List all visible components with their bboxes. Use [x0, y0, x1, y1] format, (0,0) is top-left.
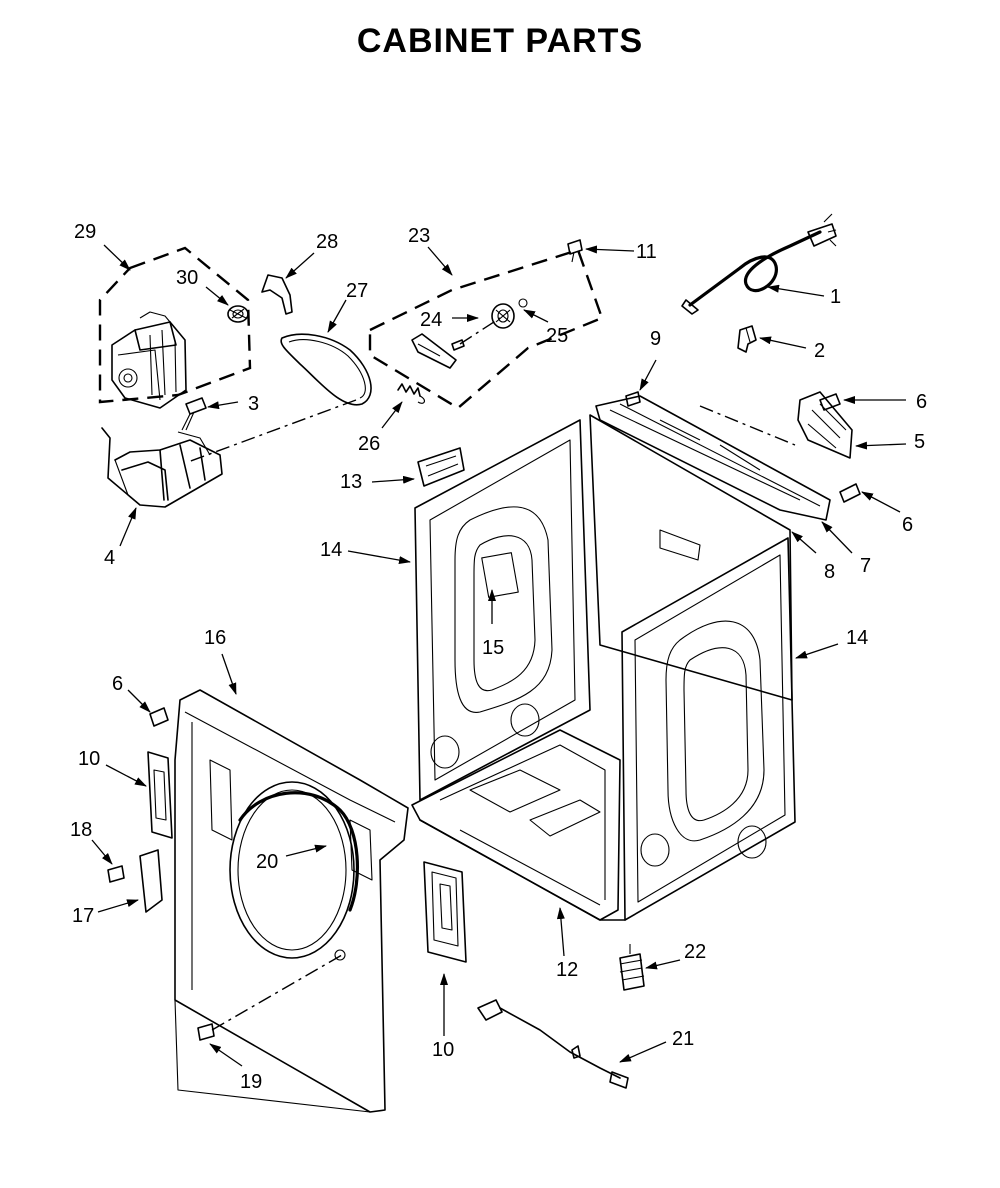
motor-assembly — [98, 246, 293, 508]
door-seal — [238, 791, 359, 912]
callout-3: 3 — [248, 393, 259, 415]
callout-30: 30 — [176, 267, 198, 289]
callout-2: 2 — [814, 340, 825, 362]
strain-relief — [737, 325, 757, 353]
callout-10-left: 10 — [78, 748, 100, 770]
callout-16: 16 — [204, 627, 226, 649]
top-rail — [595, 395, 831, 521]
callout-7: 7 — [860, 555, 871, 577]
screw-6-lower — [839, 483, 861, 503]
terminal-block — [797, 391, 853, 459]
motor — [111, 311, 187, 409]
callout-14-left: 14 — [320, 539, 342, 561]
idler-bracket — [411, 333, 457, 369]
front-panel — [174, 689, 409, 1113]
wire-harness — [477, 999, 629, 1089]
callout-10-lower: 10 — [432, 1039, 454, 1061]
callout-labels: 29 30 28 27 3 4 23 24 25 26 11 1 2 9 6 5… — [70, 221, 927, 1093]
leveling-leg — [619, 944, 645, 991]
callout-22: 22 — [684, 941, 706, 963]
callout-6-lower: 6 — [902, 514, 913, 536]
callout-5: 5 — [914, 431, 925, 453]
callout-26: 26 — [358, 433, 380, 455]
page-title: CABINET PARTS — [356, 22, 644, 60]
callout-21: 21 — [672, 1028, 694, 1050]
cabinet — [411, 414, 796, 921]
callout-29: 29 — [74, 221, 96, 243]
callout-18: 18 — [70, 819, 92, 841]
callout-4: 4 — [104, 547, 115, 569]
power-cord — [681, 213, 837, 315]
callout-1: 1 — [830, 286, 841, 308]
callout-24: 24 — [420, 309, 442, 331]
motor-bracket — [101, 427, 223, 508]
idler-spring — [397, 383, 426, 404]
callout-28: 28 — [316, 231, 338, 253]
callout-6-front: 6 — [112, 673, 123, 695]
screw-6-upper — [819, 393, 841, 411]
callout-8: 8 — [824, 561, 835, 583]
clip-28 — [261, 274, 293, 315]
door-strike-10 — [423, 861, 467, 963]
screw-18 — [107, 865, 125, 883]
screw-9 — [625, 391, 641, 407]
callout-11: 11 — [636, 241, 657, 263]
callout-9: 9 — [650, 328, 661, 350]
idler-assembly — [368, 248, 604, 410]
drive-belt — [280, 333, 372, 406]
callout-14-right: 14 — [846, 627, 868, 649]
callout-19: 19 — [240, 1071, 262, 1093]
callout-17: 17 — [72, 905, 94, 927]
callout-13: 13 — [340, 471, 362, 493]
pulley — [227, 305, 249, 323]
screw-3 — [181, 397, 207, 431]
screw-6-front — [149, 707, 169, 727]
screw-19 — [197, 1023, 215, 1041]
leader-arrows — [91, 244, 907, 1067]
callout-25: 25 — [546, 325, 568, 347]
latch-17 — [139, 849, 163, 913]
idler-pulley — [491, 303, 515, 329]
callout-20: 20 — [256, 851, 278, 873]
hinge-plate-left — [147, 751, 173, 839]
bolt-11 — [567, 239, 583, 263]
callout-6-upper: 6 — [916, 391, 927, 413]
callout-23: 23 — [408, 225, 430, 247]
bracket-13 — [417, 447, 465, 487]
callout-15: 15 — [482, 637, 504, 659]
callout-27: 27 — [346, 280, 368, 302]
callout-12: 12 — [556, 959, 578, 981]
